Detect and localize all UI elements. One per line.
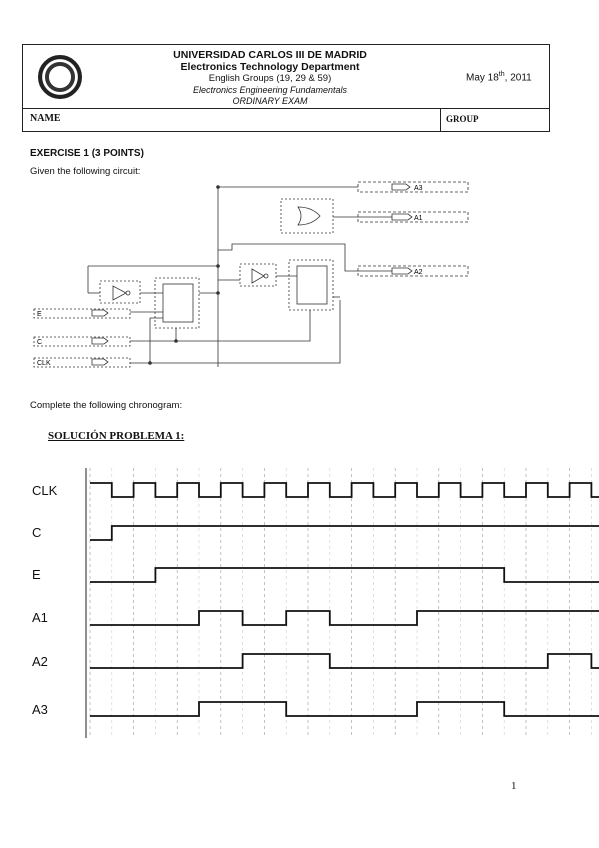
signal-label-a1: A1 [32, 610, 48, 625]
input-label-c: C [37, 339, 42, 346]
exam-line: ORDINARY EXAM [232, 96, 308, 106]
name-label: NAME [30, 113, 61, 124]
input-arrow-e [91, 309, 109, 317]
output-label-a2: A2 [414, 269, 423, 276]
signal-label-e: E [32, 567, 41, 582]
output-arrow-a2 [391, 267, 413, 275]
output-arrow-a1 [391, 213, 413, 221]
groups-line: English Groups (19, 29 & 59) [208, 73, 332, 84]
course-line: Electronics Engineering Fundamentals [192, 85, 348, 95]
inverter-1-icon [112, 285, 127, 301]
university-logo-icon [38, 55, 82, 99]
university-name: UNIVERSIDAD CARLOS III DE MADRID [173, 49, 367, 61]
output-arrow-a3 [391, 183, 411, 191]
input-label-clk: CLK [37, 360, 51, 367]
signal-label-clk: CLK [32, 483, 58, 498]
inverter-2-box [239, 263, 277, 287]
or-gate-box [280, 198, 334, 234]
waveform-a3 [90, 701, 599, 717]
exercise-title: EXERCISE 1 (3 POINTS) [30, 148, 144, 159]
waveform-e [90, 567, 599, 583]
signal-label-a2: A2 [32, 654, 48, 669]
input-box-clk [33, 357, 131, 368]
date-suffix-sup: th [498, 71, 505, 78]
department-name: Electronics Technology Department [180, 61, 360, 73]
waveform-a1 [90, 610, 599, 626]
date-suffix: , 2011 [504, 72, 532, 84]
chronogram-prompt: Complete the following chronogram: [30, 400, 183, 411]
inverter-2-bubble [263, 273, 269, 279]
wire-clk-in [130, 300, 341, 364]
circuit-diagram: E C CLK A1 A2 A3 [33, 181, 469, 368]
waveform-c [90, 525, 599, 541]
input-box-c [33, 336, 131, 347]
solution-title: SOLUCIÓN PROBLEMA 1: [48, 430, 185, 442]
exam-header [22, 44, 550, 132]
group-label: GROUP [446, 114, 479, 124]
signal-label-a3: A3 [32, 702, 48, 717]
waveform-clk [90, 482, 599, 498]
flipflop-2-box [288, 259, 334, 311]
input-arrow-clk [91, 358, 109, 366]
flipflop-2-icon [296, 265, 328, 305]
header-divider [22, 108, 550, 109]
output-label-a3: A3 [414, 185, 423, 192]
flipflop-1-box [154, 277, 200, 329]
page-number: 1 [511, 780, 517, 792]
exam-date: May 18th, 2011 [466, 71, 532, 83]
input-label-e: E [37, 311, 42, 318]
input-arrow-c [91, 337, 109, 345]
or-gate-icon [297, 206, 321, 226]
signal-label-c: C [32, 525, 42, 540]
date-prefix: May 18 [466, 72, 499, 84]
header-separator [440, 108, 441, 132]
wire-c-bus [176, 310, 311, 342]
wire-a2-loop [218, 243, 392, 272]
inverter-1-box [99, 280, 141, 304]
inverter-2-icon [251, 268, 265, 284]
exercise-intro: Given the following circuit: [30, 166, 141, 177]
output-label-a1: A1 [414, 215, 423, 222]
inverter-1-bubble [125, 290, 131, 296]
input-box-e [33, 308, 131, 319]
waveform-a2 [90, 653, 599, 669]
flipflop-1-icon [162, 283, 194, 323]
wire-clk-ff1 [149, 317, 163, 363]
